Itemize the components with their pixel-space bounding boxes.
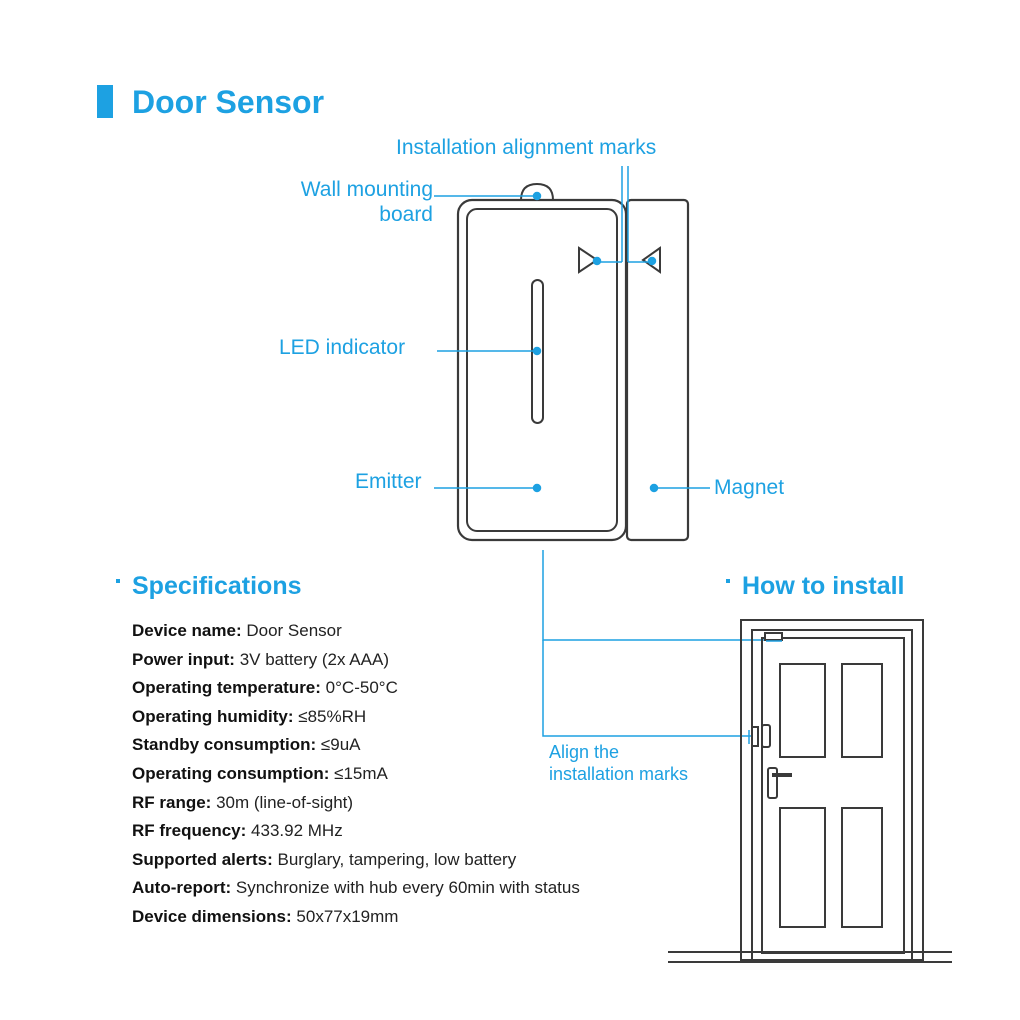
wall-mounting-tab — [519, 182, 555, 201]
wall-mounting-dot — [532, 191, 542, 201]
door-panel-top-left — [779, 663, 826, 758]
spec-label: Power input: — [132, 649, 235, 669]
magnet-dot — [649, 483, 659, 493]
door-illustration — [668, 619, 952, 963]
spec-value: Synchronize with hub every 60min with st… — [235, 878, 580, 898]
align-marks-label-line1: Align the — [549, 742, 620, 762]
spec-row: Auto-report: Synchronize with hub every … — [132, 874, 692, 903]
door-frame-magnet-icon — [751, 726, 759, 747]
spec-label: Operating temperature: — [132, 678, 321, 698]
magnet-shell — [625, 198, 690, 542]
emitter-dot — [532, 483, 542, 493]
how-to-install-heading: How to install — [726, 570, 905, 602]
spec-label: RF range: — [132, 792, 212, 812]
spec-row: Device dimensions: 50x77x19mm — [132, 903, 692, 932]
wall-mounting-label-line2: board — [379, 203, 433, 226]
door-frame-inner — [751, 629, 913, 961]
spec-value: 50x77x19mm — [296, 906, 399, 926]
specifications-list: Device name: Door Sensor Power input: 3V… — [132, 617, 692, 932]
spec-row: RF range: 30m (line-of-sight) — [132, 789, 692, 818]
spec-value: ≤85%RH — [298, 706, 367, 726]
led-indicator-label: LED indicator — [279, 336, 406, 359]
spec-label: RF frequency: — [132, 821, 247, 841]
install-callout-bottom — [542, 640, 752, 737]
spec-row: Standby consumption: ≤9uA — [132, 731, 692, 760]
spec-row: Supported alerts: Burglary, tampering, l… — [132, 846, 692, 875]
callout-lines — [434, 166, 772, 737]
led-dot — [532, 346, 542, 356]
door-panel-bottom-right — [841, 807, 883, 928]
magnet-label: Magnet — [714, 476, 785, 499]
wall-mounting-label-line1: Wall mounting — [300, 178, 433, 201]
sensor-inner-face — [466, 208, 618, 532]
spec-row: Power input: 3V battery (2x AAA) — [132, 646, 692, 675]
door-handle-plate — [767, 767, 778, 799]
magnet-alignment-mark-icon — [641, 246, 661, 274]
bullet-icon — [116, 579, 120, 584]
specifications-heading-text: Specifications — [132, 572, 302, 600]
spec-row: Operating consumption: ≤15mA — [132, 760, 692, 789]
emitter-label: Emitter — [355, 470, 422, 493]
spec-row: RF frequency: 433.92 MHz — [132, 817, 692, 846]
spec-row: Device name: Door Sensor — [132, 617, 692, 646]
spec-label: Operating humidity: — [132, 706, 294, 726]
door-install-highlights — [748, 640, 782, 744]
spec-row: Operating humidity: ≤85%RH — [132, 703, 692, 732]
spec-label: Operating consumption: — [132, 763, 330, 783]
spec-label: Standby consumption: — [132, 735, 317, 755]
door-panel-top-right — [841, 663, 883, 758]
alignment-marks-label: Installation alignment marks — [396, 136, 657, 159]
spec-value: Burglary, tampering, low battery — [277, 849, 517, 869]
door-emitter-icon — [761, 724, 771, 748]
door-sensor-mount-icon — [764, 632, 783, 641]
spec-value: 433.92 MHz — [251, 821, 343, 841]
alignment-dot-magnet — [647, 256, 657, 266]
bullet-icon — [726, 579, 730, 584]
spec-value: 0°C-50°C — [325, 678, 398, 698]
spec-label: Device dimensions: — [132, 906, 292, 926]
title-accent-bar — [97, 85, 113, 118]
magnet-body — [625, 198, 690, 542]
sensor-body — [456, 182, 628, 542]
spec-value: ≤9uA — [320, 735, 361, 755]
spec-value: Door Sensor — [246, 621, 342, 640]
alignment-dot-emitter — [592, 256, 602, 266]
door-panel-bottom-left — [779, 807, 826, 928]
spec-row: Operating temperature: 0°C-50°C — [132, 674, 692, 703]
how-to-install-heading-text: How to install — [742, 572, 905, 600]
specifications-heading: Specifications — [116, 570, 302, 602]
align-marks-label-line2: installation marks — [549, 764, 689, 784]
emitter-alignment-mark-icon — [578, 246, 599, 274]
spec-value: 30m (line-of-sight) — [216, 792, 354, 812]
door-leaf — [761, 637, 905, 954]
spec-value: ≤15mA — [334, 763, 388, 783]
spec-label: Device name: — [132, 621, 242, 640]
page-title: Door Sensor — [132, 84, 325, 120]
spec-value: 3V battery (2x AAA) — [239, 649, 389, 669]
spec-label: Auto-report: — [132, 878, 232, 898]
spec-label: Supported alerts: — [132, 849, 273, 869]
